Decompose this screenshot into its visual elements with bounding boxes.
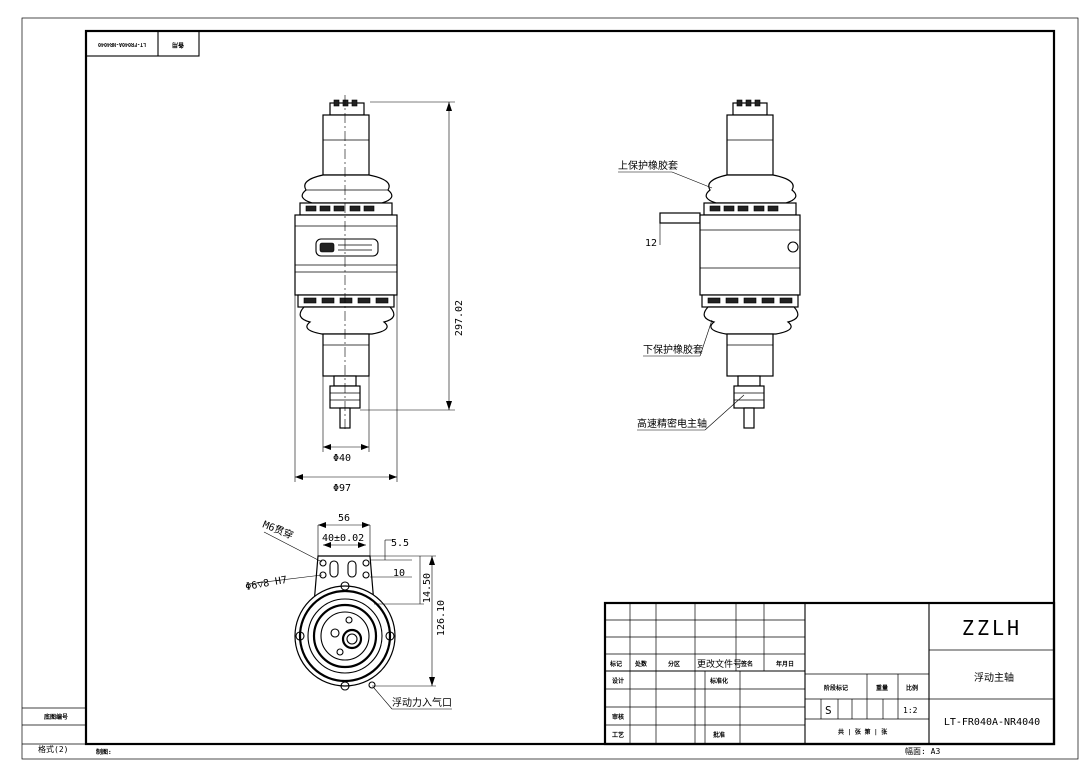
rev-h-1: 处数 [634, 660, 648, 668]
drawing-number: LT-FR040A-NR4040 [944, 717, 1040, 728]
label-hole: Φ6▽8 H7 [245, 575, 288, 593]
dim-height: 297.02 [454, 300, 465, 336]
drawn-label: 制图: [96, 748, 112, 756]
bottom-view [294, 555, 396, 691]
left-margin: 底图编号 格式(2) 制图: 幅面: A3 [22, 707, 940, 756]
rev-h-2: 分区 [668, 660, 680, 668]
dim-56: 56 [338, 513, 350, 524]
label-m6: M6贯穿 [261, 518, 296, 542]
base-drawing-no: 底图编号 [44, 713, 68, 721]
process-label: 工艺 [612, 731, 624, 739]
dim-5-5: 5.5 [391, 538, 409, 549]
inner-frame [84, 29, 1056, 746]
side-callouts: 上保护橡胶套 12 下保护橡胶套 高速精密电主轴 [618, 159, 745, 431]
dim-12: 12 [645, 238, 657, 249]
sheet-size: 幅面: A3 [905, 746, 940, 756]
sheets-text: 共 | 张 第 | 张 [838, 728, 888, 736]
front-dimensions: 297.02 Φ40 Φ97 [294, 101, 465, 494]
dim-10: 10 [393, 568, 405, 579]
label-air-inlet: 浮动力入气口 [392, 696, 452, 709]
header-box: LT-FR040A-NR4040 备用 [85, 30, 200, 57]
header-mark: 备用 [172, 41, 185, 49]
label-upper-boot: 上保护橡胶套 [618, 159, 678, 172]
outer-frame [21, 17, 1079, 760]
scale-label: 比例 [906, 684, 918, 692]
review-label: 审核 [612, 713, 624, 721]
part-name: 浮动主轴 [974, 671, 1014, 684]
label-lower-boot: 下保护橡胶套 [643, 343, 703, 356]
stage-label: 阶段标记 [824, 684, 848, 692]
side-view [659, 99, 801, 429]
title-block: 标记 处数 分区 更改文件号 签名 年月日 设计 标准化 审核 工艺 批准 阶段… [603, 601, 1056, 746]
dim-126-10: 126.10 [436, 600, 447, 636]
dim-14-50: 14.50 [422, 573, 433, 603]
dim-dia-40: Φ40 [333, 453, 351, 464]
design-label: 设计 [612, 677, 624, 685]
weight-label: 重量 [876, 684, 888, 692]
rev-h-3: 更改文件号 [697, 658, 742, 670]
rev-h-5: 年月日 [776, 660, 794, 668]
dim-40-tol: 40±0.02 [322, 533, 364, 544]
label-spindle: 高速精密电主轴 [637, 417, 707, 430]
rev-h-0: 标记 [609, 660, 622, 668]
format-label: 格式(2) [38, 744, 68, 754]
bottom-dimensions: 56 40±0.02 5.5 10 14.50 126.10 M6贯穿 Φ6▽8… [245, 513, 452, 710]
approve-label: 批准 [713, 731, 725, 739]
scale-value: 1:2 [903, 706, 918, 715]
company-name: ZZLH [962, 616, 1022, 640]
rev-h-4: 签名 [740, 660, 753, 668]
header-code: LT-FR040A-NR4040 [98, 41, 146, 47]
stage-value: S [825, 704, 832, 717]
dim-dia-97: Φ97 [333, 483, 351, 494]
front-view [294, 95, 398, 432]
standardize-label: 标准化 [709, 677, 728, 685]
